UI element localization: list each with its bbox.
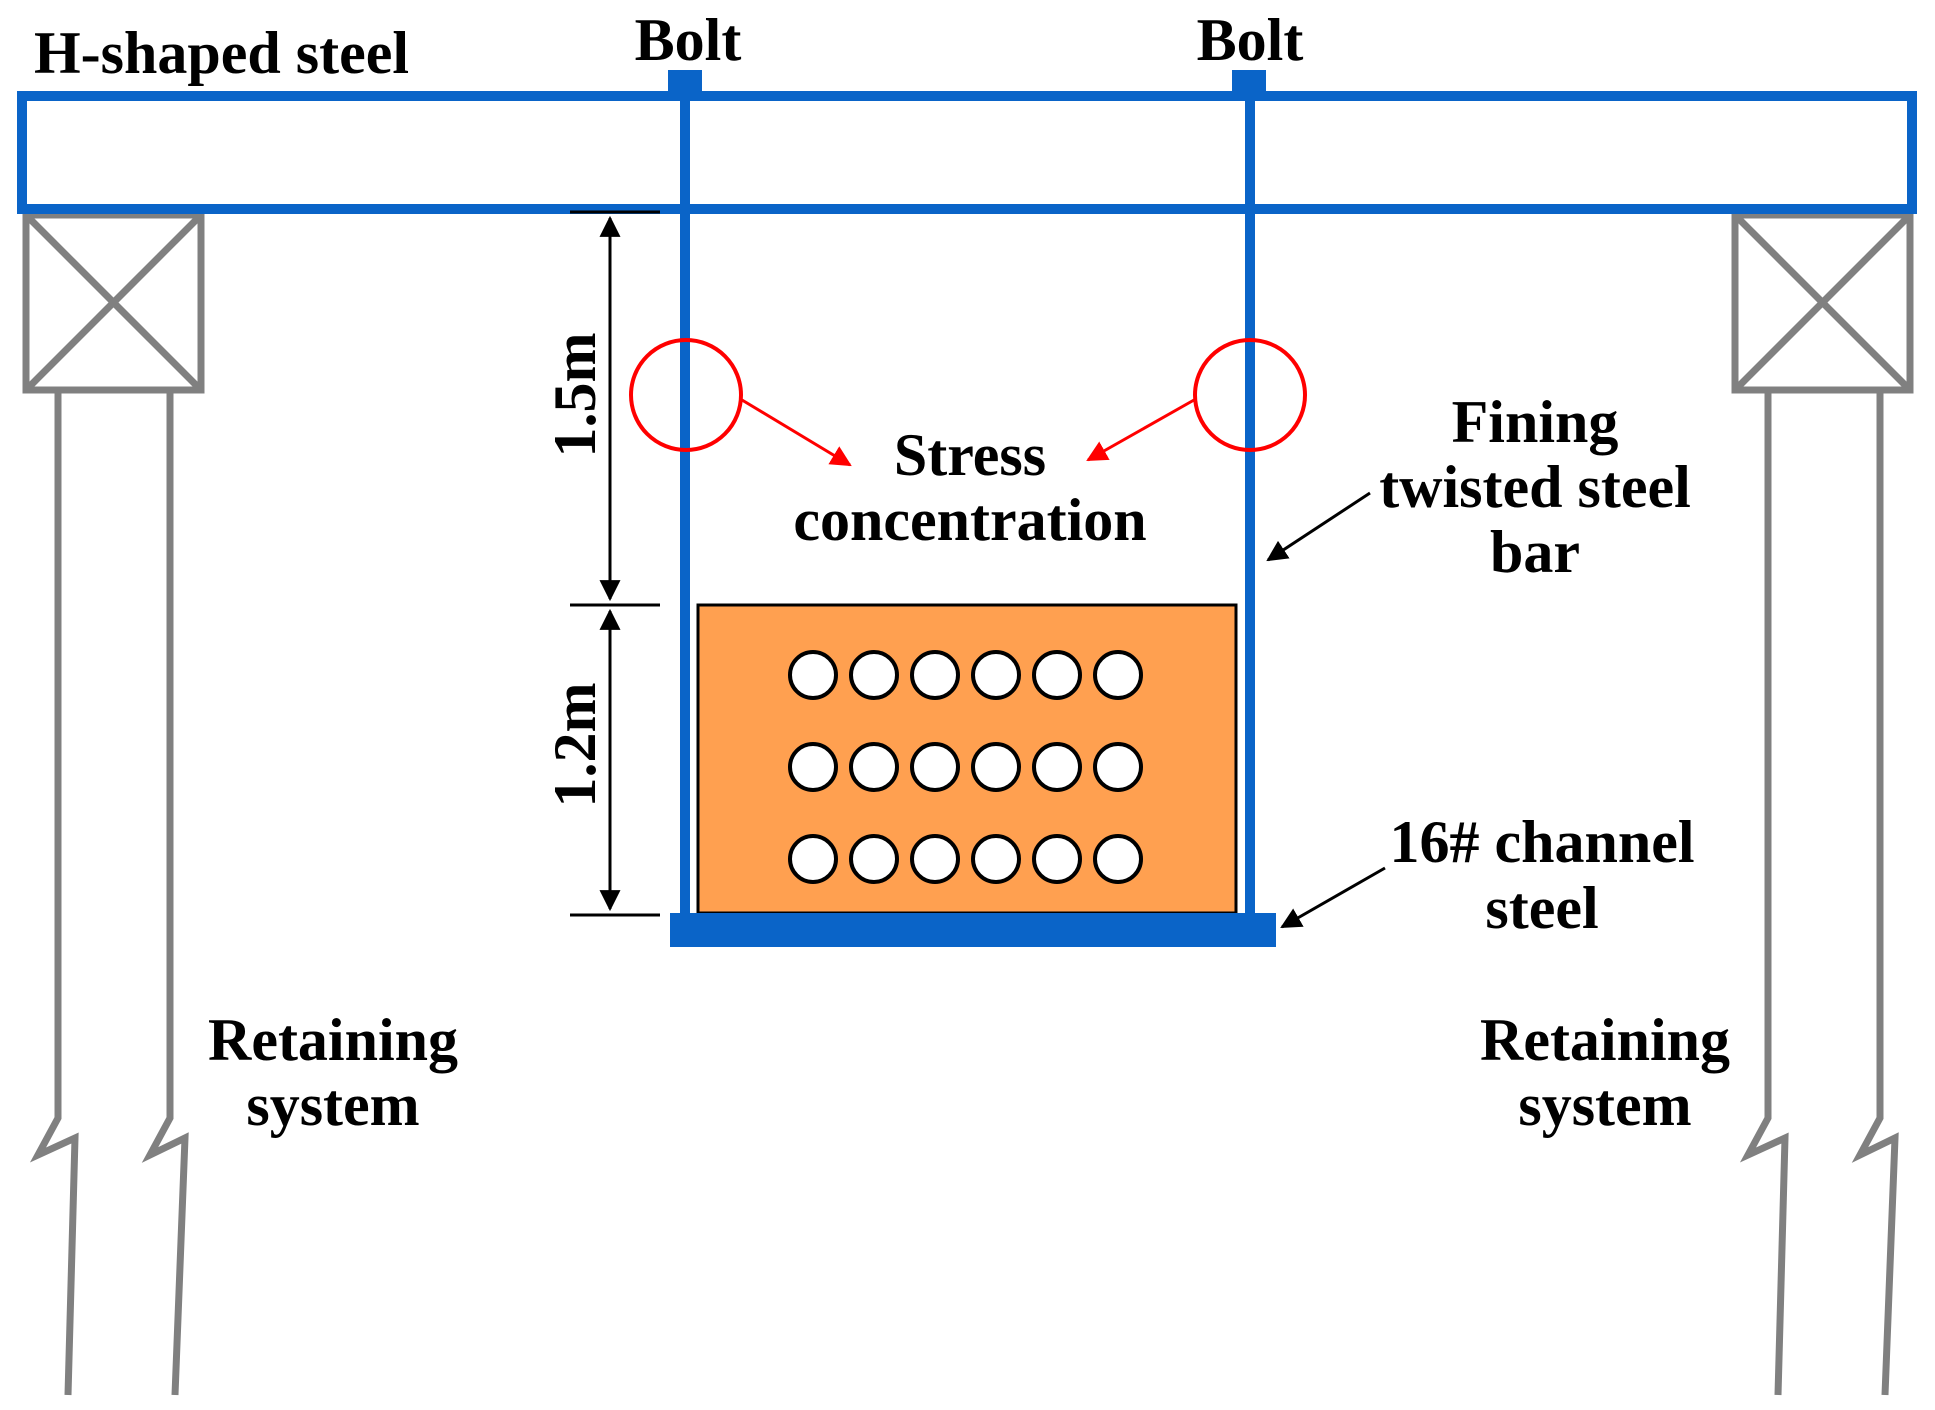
stress-circle-right <box>1193 338 1307 452</box>
right-pile-inner <box>1851 390 1899 1396</box>
pipe-circle <box>910 834 960 884</box>
h-shaped-steel-beam <box>17 91 1917 214</box>
pipe-circle <box>971 650 1021 700</box>
pipe-circle <box>971 742 1021 792</box>
pipe-circle <box>788 742 838 792</box>
pipe-circle <box>1093 834 1143 884</box>
pipe-circle <box>1032 742 1082 792</box>
right-support <box>1731 211 1914 1396</box>
pipe-circle <box>910 742 960 792</box>
pipe-circle <box>910 650 960 700</box>
pipe-circle <box>971 834 1021 884</box>
pipe-circle <box>849 834 899 884</box>
channel-pointer-arrow <box>1280 866 1386 929</box>
right-bolt <box>1232 70 1266 96</box>
retaining-left-line2: system <box>246 1072 419 1138</box>
pipe-circle <box>1032 650 1082 700</box>
stress-label-line2: concentration <box>793 487 1146 553</box>
pipe-circle <box>1093 650 1143 700</box>
channel-label-line2: steel <box>1485 875 1598 941</box>
pipe-circle <box>1032 834 1082 884</box>
right-pile-outer <box>1739 390 1789 1396</box>
left-pile-inner <box>141 390 189 1396</box>
left-bolt <box>668 70 702 96</box>
pipe-circle <box>849 650 899 700</box>
left-support <box>22 211 205 1396</box>
h-shaped-steel-label: H-shaped steel <box>34 20 409 86</box>
right-bolt-label: Bolt <box>1197 7 1304 73</box>
left-bolt-label: Bolt <box>635 7 742 73</box>
pipe-group <box>788 650 1143 884</box>
bar-pointer-arrow <box>1266 491 1371 562</box>
channel-steel <box>670 913 1276 947</box>
bar-label-line3: bar <box>1490 519 1580 585</box>
retaining-left-line1: Retaining <box>208 1007 458 1073</box>
pipe-circle <box>788 834 838 884</box>
stress-arrow-right <box>1086 398 1195 462</box>
pipe-circle <box>788 650 838 700</box>
stress-circle-left <box>629 338 743 452</box>
left-support-cross-b <box>23 212 204 393</box>
right-support-cross-b <box>1732 212 1913 393</box>
dim-lower-label: 1.2m <box>542 683 608 808</box>
pipe-block <box>696 603 1238 915</box>
retaining-right-line2: system <box>1518 1072 1691 1138</box>
stress-label-line1: Stress <box>894 422 1046 488</box>
dimension-lines <box>570 210 660 917</box>
channel-label-line1: 16# channel <box>1389 809 1694 875</box>
dim-upper-label: 1.5m <box>542 333 608 458</box>
left-pile-outer <box>29 390 79 1396</box>
bar-label-line1: Fining <box>1452 389 1619 455</box>
stress-arrow-left <box>741 398 852 467</box>
bar-label-line2: twisted steel <box>1379 454 1691 520</box>
pipe-circle <box>1093 742 1143 792</box>
pipe-circle <box>849 742 899 792</box>
retaining-right-line1: Retaining <box>1480 1007 1730 1073</box>
